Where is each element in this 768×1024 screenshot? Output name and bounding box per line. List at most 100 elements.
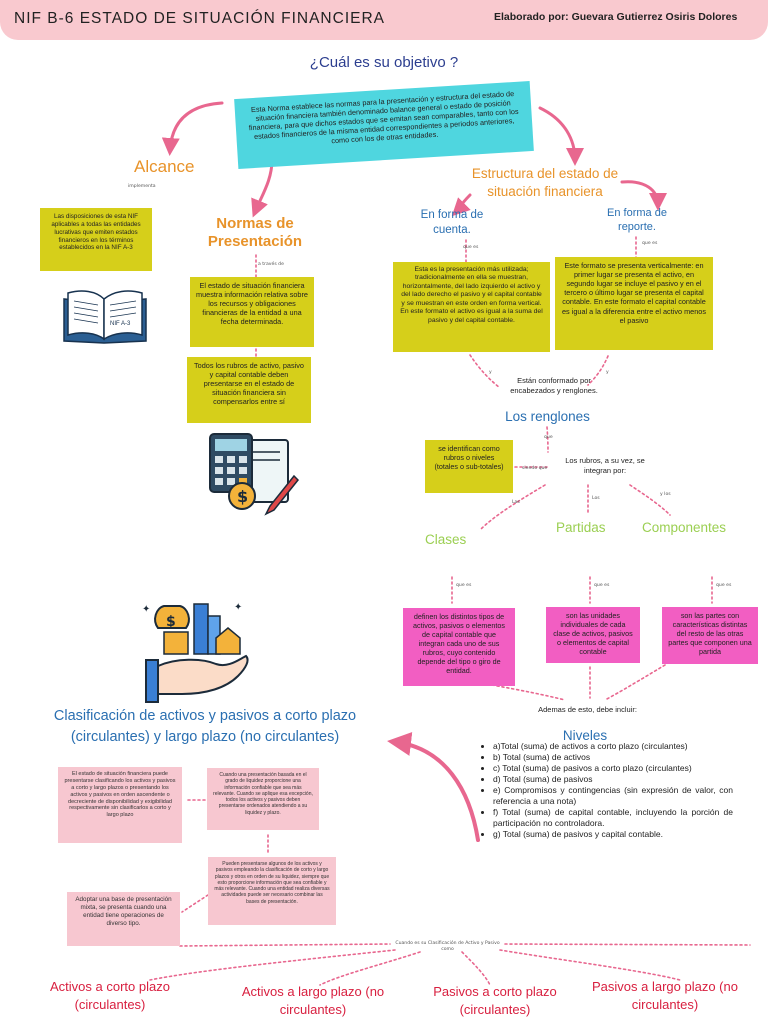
cuenta-note: que es <box>463 245 479 250</box>
partidas-box: son las unidades individuales de cada cl… <box>546 607 640 663</box>
normas-title-line2: Presentación <box>207 233 303 250</box>
reporte-box: Este formato se presenta verticalmente: … <box>555 257 713 350</box>
niveles-title: Niveles <box>562 728 608 743</box>
cuenta-title-line1: En forma de <box>420 209 484 221</box>
activos-largo-line2: circulantes) <box>279 1002 347 1018</box>
arrow-big-return <box>387 732 480 842</box>
clasificacion-title: Clasificación de activos y pasivos a cor… <box>20 706 390 748</box>
dot-to-pl <box>499 949 681 981</box>
siendo-note: siendo que <box>522 466 548 471</box>
clasificacion-box2: Cuando una presentación basada en el gra… <box>207 768 319 830</box>
niveles-item: c) Total (suma) de pasivos a corto plazo… <box>493 763 733 774</box>
reporte-y-note: y <box>606 370 609 375</box>
pasivos-corto-line2: (circulantes) <box>459 1002 531 1018</box>
activos-largo-line1: Activos a largo plazo (no <box>241 984 385 999</box>
dot-class3-4 <box>181 894 209 913</box>
cuenta-title: En forma de cuenta. <box>408 208 496 238</box>
svg-text:$: $ <box>237 487 248 506</box>
pasivos-largo-line2: circulantes) <box>631 997 699 1013</box>
activos-corto-line1: Activos a corto plazo <box>50 979 170 994</box>
arrow-to-cuenta <box>451 193 472 217</box>
dot-bottom-line2 <box>504 943 751 946</box>
reporte-note: que es <box>642 241 658 246</box>
activos-largo-title: Activos a largo plazo (no circulantes) <box>220 983 406 1019</box>
dot-to-ac <box>149 949 396 981</box>
ylos-note: y los <box>660 492 671 497</box>
dot-cuenta-down <box>469 354 501 389</box>
alcance-box: Las disposiciones de esta NIF aplicables… <box>40 208 152 271</box>
pasivos-largo-line1: Pasivos a largo plazo (no <box>592 979 738 994</box>
niveles-item: d) Total (suma) de pasivos <box>493 774 733 785</box>
cuando-note: Cuando es su Clasificación de Activo y P… <box>395 941 500 952</box>
conformado-text: Están conformado por encabezados y rengl… <box>510 376 598 395</box>
niveles-item: f) Total (suma) de capital contable, inc… <box>493 807 733 829</box>
clases-box: definen los distintos tipos de activos, … <box>403 608 515 686</box>
reporte-title: En forma de reporte. <box>595 206 679 235</box>
header-band <box>0 0 768 40</box>
calculator-illustration: $ <box>208 432 300 518</box>
money-hand-icon: $ ✦ ✦ <box>142 602 249 703</box>
dot-bottom-line <box>179 943 391 947</box>
estructura-title-line1: Estructura del estado de <box>471 166 619 181</box>
dot-componentes-n <box>604 664 666 701</box>
page-title: NIF B-6 ESTADO DE SITUACIÓN FINANCIERA <box>14 10 386 27</box>
reporte-title-line1: En forma de <box>607 207 667 219</box>
pasivos-largo-title: Pasivos a largo plazo (no circulantes) <box>572 978 758 1014</box>
dot-clases-n <box>491 684 566 701</box>
renglones-title: Los renglones <box>505 409 590 424</box>
money-hand-illustration: $ ✦ ✦ <box>142 598 250 704</box>
clasificacion-box3: Pueden presentarse algunos de los activo… <box>208 857 336 925</box>
dot-to-al <box>319 951 421 986</box>
los-note: Los <box>592 496 600 501</box>
niveles-item: g) Total (suma) de pasivos y capital con… <box>493 829 733 840</box>
cuenta-box: Esta es la presentación más utilizada; t… <box>393 262 550 352</box>
author-credit: Elaborado por: Guevara Gutierrez Osiris … <box>494 11 738 23</box>
dot-clases <box>479 484 546 531</box>
objective-question: ¿Cuál es su objetivo ? <box>309 54 459 71</box>
ademas-text: Ademas de esto, debe incluir: <box>538 705 637 714</box>
normas-box1: El estado de situación financiera muestr… <box>190 277 314 347</box>
componentes-note: que es <box>716 583 732 588</box>
normas-title-line1: Normas de <box>216 215 294 232</box>
niveles-item: b) Total (suma) de activos <box>493 752 733 763</box>
dot-renglones <box>546 426 549 453</box>
clasificacion-title-line1: Clasificación de activos y pasivos a cor… <box>53 708 357 724</box>
reporte-title-line2: reporte. <box>618 221 656 234</box>
pasivos-corto-line1: Pasivos a corto plazo <box>433 984 557 999</box>
calculator-icon: $ <box>209 433 300 516</box>
alcance-note: implementa <box>128 184 156 189</box>
clases-note: que es <box>456 583 472 588</box>
niveles-item: a)Total (suma) de activos a corto plazo … <box>493 741 733 752</box>
book-illustration: NIF A-3 <box>60 285 150 347</box>
arrow-to-reporte <box>620 180 667 211</box>
cuenta-y-note: y <box>489 370 492 375</box>
renglones-box: se identifican como rubros o niveles (to… <box>425 440 513 493</box>
niveles-item: e) Compromisos y contingencias (sin expr… <box>493 785 733 807</box>
componentes-box: son las partes con características disti… <box>662 607 758 664</box>
dot-to-pc <box>461 951 491 986</box>
pasivos-corto-title: Pasivos a corto plazo (circulantes) <box>414 983 576 1019</box>
clasificacion-box1: El estado de situación financiera puede … <box>58 767 182 843</box>
renglones-note: que <box>544 435 553 440</box>
componentes-title: Componentes <box>642 520 727 535</box>
clasificacion-title-line2: (circulantes) y largo plazo (no circulan… <box>70 729 340 746</box>
cuenta-title-line2: cuenta. <box>433 223 471 236</box>
niveles-list: a)Total (suma) de activos a corto plazo … <box>478 741 733 840</box>
clasificacion-box4: Adoptar una base de presentación mixta, … <box>67 892 180 946</box>
partidas-title: Partidas <box>556 520 606 535</box>
rubros-text: Los rubros, a su vez, se integran por: <box>565 456 645 475</box>
arrow-to-estructura <box>538 106 584 166</box>
book-icon <box>63 290 147 344</box>
activos-corto-title: Activos a corto plazo (circulantes) <box>28 978 192 1014</box>
estructura-title-line2: situación financiera <box>487 183 603 199</box>
dot-reporte-down <box>587 355 609 386</box>
svg-text:$: $ <box>166 614 176 630</box>
normas-box2: Todos los rubros de activo, pasivo y cap… <box>187 357 311 423</box>
svg-text:✦: ✦ <box>234 602 242 613</box>
arrow-to-alcance <box>161 101 224 156</box>
normas-title: Normas de Presentación <box>190 215 320 251</box>
svg-text:✦: ✦ <box>142 604 150 615</box>
clases-title: Clases <box>425 532 467 547</box>
normas-note: a través de <box>258 262 284 267</box>
